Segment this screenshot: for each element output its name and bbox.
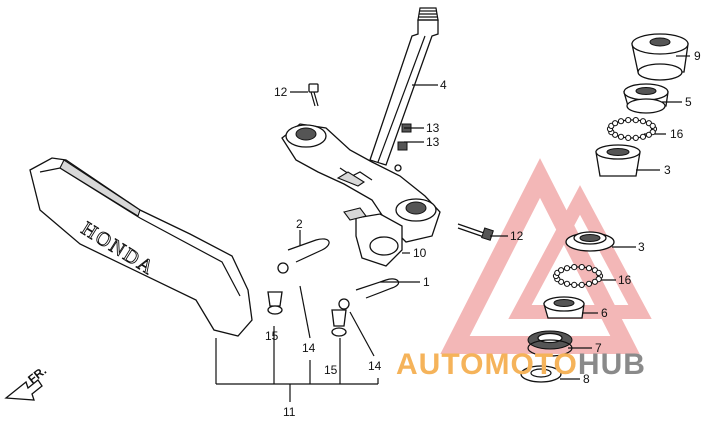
dust-seal-7 (527, 330, 573, 357)
label-1: 1 (423, 275, 430, 289)
bearing-ball-upper (632, 134, 639, 141)
bolt-15-left (267, 262, 289, 315)
bearing-ball-upper (625, 134, 632, 141)
label-8: 8 (583, 372, 590, 386)
adjusting-nut-5 (623, 83, 669, 114)
bolt-12-upper (308, 83, 319, 107)
leader-lines (215, 55, 690, 402)
fork-clamp (343, 207, 403, 267)
label-11: 11 (283, 405, 296, 419)
label-12-upper: 12 (274, 85, 288, 99)
bearing-ball-lower (571, 264, 578, 271)
label-16-lower: 16 (618, 273, 632, 287)
bearing-ball-lower (558, 267, 565, 274)
label-14-right: 14 (368, 359, 382, 373)
label-13-lower: 13 (426, 135, 440, 149)
bearing-ball-lower (578, 281, 585, 288)
label-14-left: 14 (302, 341, 316, 355)
washer-8 (520, 365, 562, 383)
label-13-upper: 13 (426, 121, 440, 135)
bearing-ball-lower (595, 269, 602, 276)
front-arrow-icon (4, 379, 43, 401)
bearing-ball-upper (645, 131, 653, 138)
label-15-right: 15 (324, 363, 338, 377)
bearing-ball-upper (632, 117, 639, 124)
bearing-ball-lower (571, 281, 578, 288)
bearing-ball-lower (563, 265, 571, 272)
watermark-hub: HUB (578, 348, 646, 381)
label-9: 9 (694, 49, 701, 63)
headlight-cover (29, 157, 253, 337)
harness-clip-1 (355, 278, 400, 299)
bearing-ball-lower (585, 265, 593, 272)
bearing-ball-lower (585, 280, 593, 287)
bearing-ball-lower (578, 264, 585, 271)
bearing-ball-upper (649, 122, 656, 130)
watermark-automoto: AUTOMOTO (396, 348, 578, 381)
stem-nut-9 (631, 33, 689, 81)
bearing-ball-upper (639, 133, 647, 140)
bearing-ball-upper (617, 133, 625, 140)
bearing-ball-upper (625, 117, 632, 124)
bearing-ball-upper (617, 118, 625, 125)
bottom-bridge (281, 123, 441, 243)
front-marker: FR. (25, 363, 49, 386)
bearing-ball-lower (591, 278, 599, 285)
watermark-text-automoto: AUTOMOTOHUB (396, 348, 646, 381)
bolt-12-right (457, 223, 494, 241)
label-3-upper: 3 (664, 163, 671, 177)
label-3-lower: 3 (638, 240, 645, 254)
label-6: 6 (601, 306, 608, 320)
label-2: 2 (296, 217, 303, 231)
steering-stem (369, 7, 439, 166)
label-16-upper: 16 (670, 127, 684, 141)
label-10: 10 (413, 246, 427, 260)
watermark-logo (440, 158, 652, 354)
label-5: 5 (685, 95, 692, 109)
bearing-race-6 (543, 296, 585, 319)
bolt-15-right (331, 298, 350, 337)
harness-clip-2 (287, 238, 330, 263)
cone-race-lower (565, 231, 615, 252)
bearing-ball-lower (563, 280, 571, 287)
cone-race-upper (595, 144, 641, 177)
label-15-left: 15 (265, 329, 279, 343)
label-12-right: 12 (510, 229, 524, 243)
label-7: 7 (595, 341, 602, 355)
bearing-ball-upper (612, 120, 619, 127)
label-4: 4 (440, 78, 447, 92)
bearing-ball-upper (639, 118, 647, 125)
